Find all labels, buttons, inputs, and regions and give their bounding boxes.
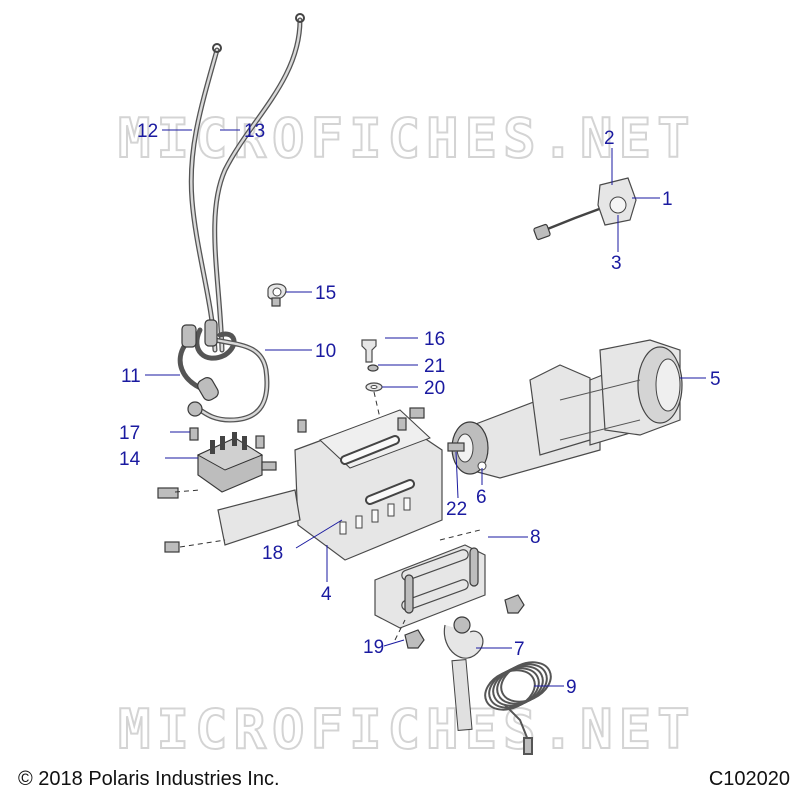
callout-8: 8 (530, 527, 541, 548)
roller-fairlead (374, 529, 486, 641)
leader-lines (145, 129, 706, 687)
callout-21: 21 (424, 356, 445, 377)
callout-11: 11 (121, 366, 141, 387)
callouts: 12 13 2 1 3 15 10 11 16 21 20 5 17 14 6 … (119, 121, 721, 698)
diagram-code: C102020 (708, 768, 790, 790)
watermark-top: MICROFICHES.NET (118, 107, 696, 170)
callout-3: 3 (611, 253, 622, 274)
winch-switch (533, 177, 637, 241)
mounting-plate (157, 407, 443, 561)
hook-strap (443, 616, 484, 732)
copyright-notice: © 2018 Polaris Industries Inc. (18, 768, 280, 790)
callout-10: 10 (315, 341, 336, 362)
callout-9: 9 (566, 677, 577, 698)
callout-4: 4 (321, 584, 332, 605)
callout-20: 20 (424, 378, 445, 399)
callout-15: 15 (315, 283, 336, 304)
callout-2: 2 (604, 128, 615, 149)
contactor (189, 427, 277, 493)
callout-12: 12 (137, 121, 158, 142)
callout-16: 16 (424, 329, 445, 350)
callout-7: 7 (514, 639, 525, 660)
callout-13: 13 (244, 121, 265, 142)
callout-14: 14 (119, 449, 141, 470)
cable-clamp (267, 283, 287, 307)
callout-5: 5 (710, 369, 721, 390)
rope-coil (484, 661, 552, 755)
callout-18: 18 (262, 543, 283, 564)
battery-cables (177, 13, 305, 423)
callout-1: 1 (662, 189, 673, 210)
callout-22: 22 (446, 499, 467, 520)
nuts (404, 594, 525, 649)
watermark-bottom: MICROFICHES.NET (118, 698, 696, 761)
winch-assembly (447, 339, 683, 479)
hardware-stack (361, 339, 386, 441)
callout-19: 19 (363, 637, 384, 658)
callout-17: 17 (119, 423, 140, 444)
callout-6: 6 (476, 487, 487, 508)
